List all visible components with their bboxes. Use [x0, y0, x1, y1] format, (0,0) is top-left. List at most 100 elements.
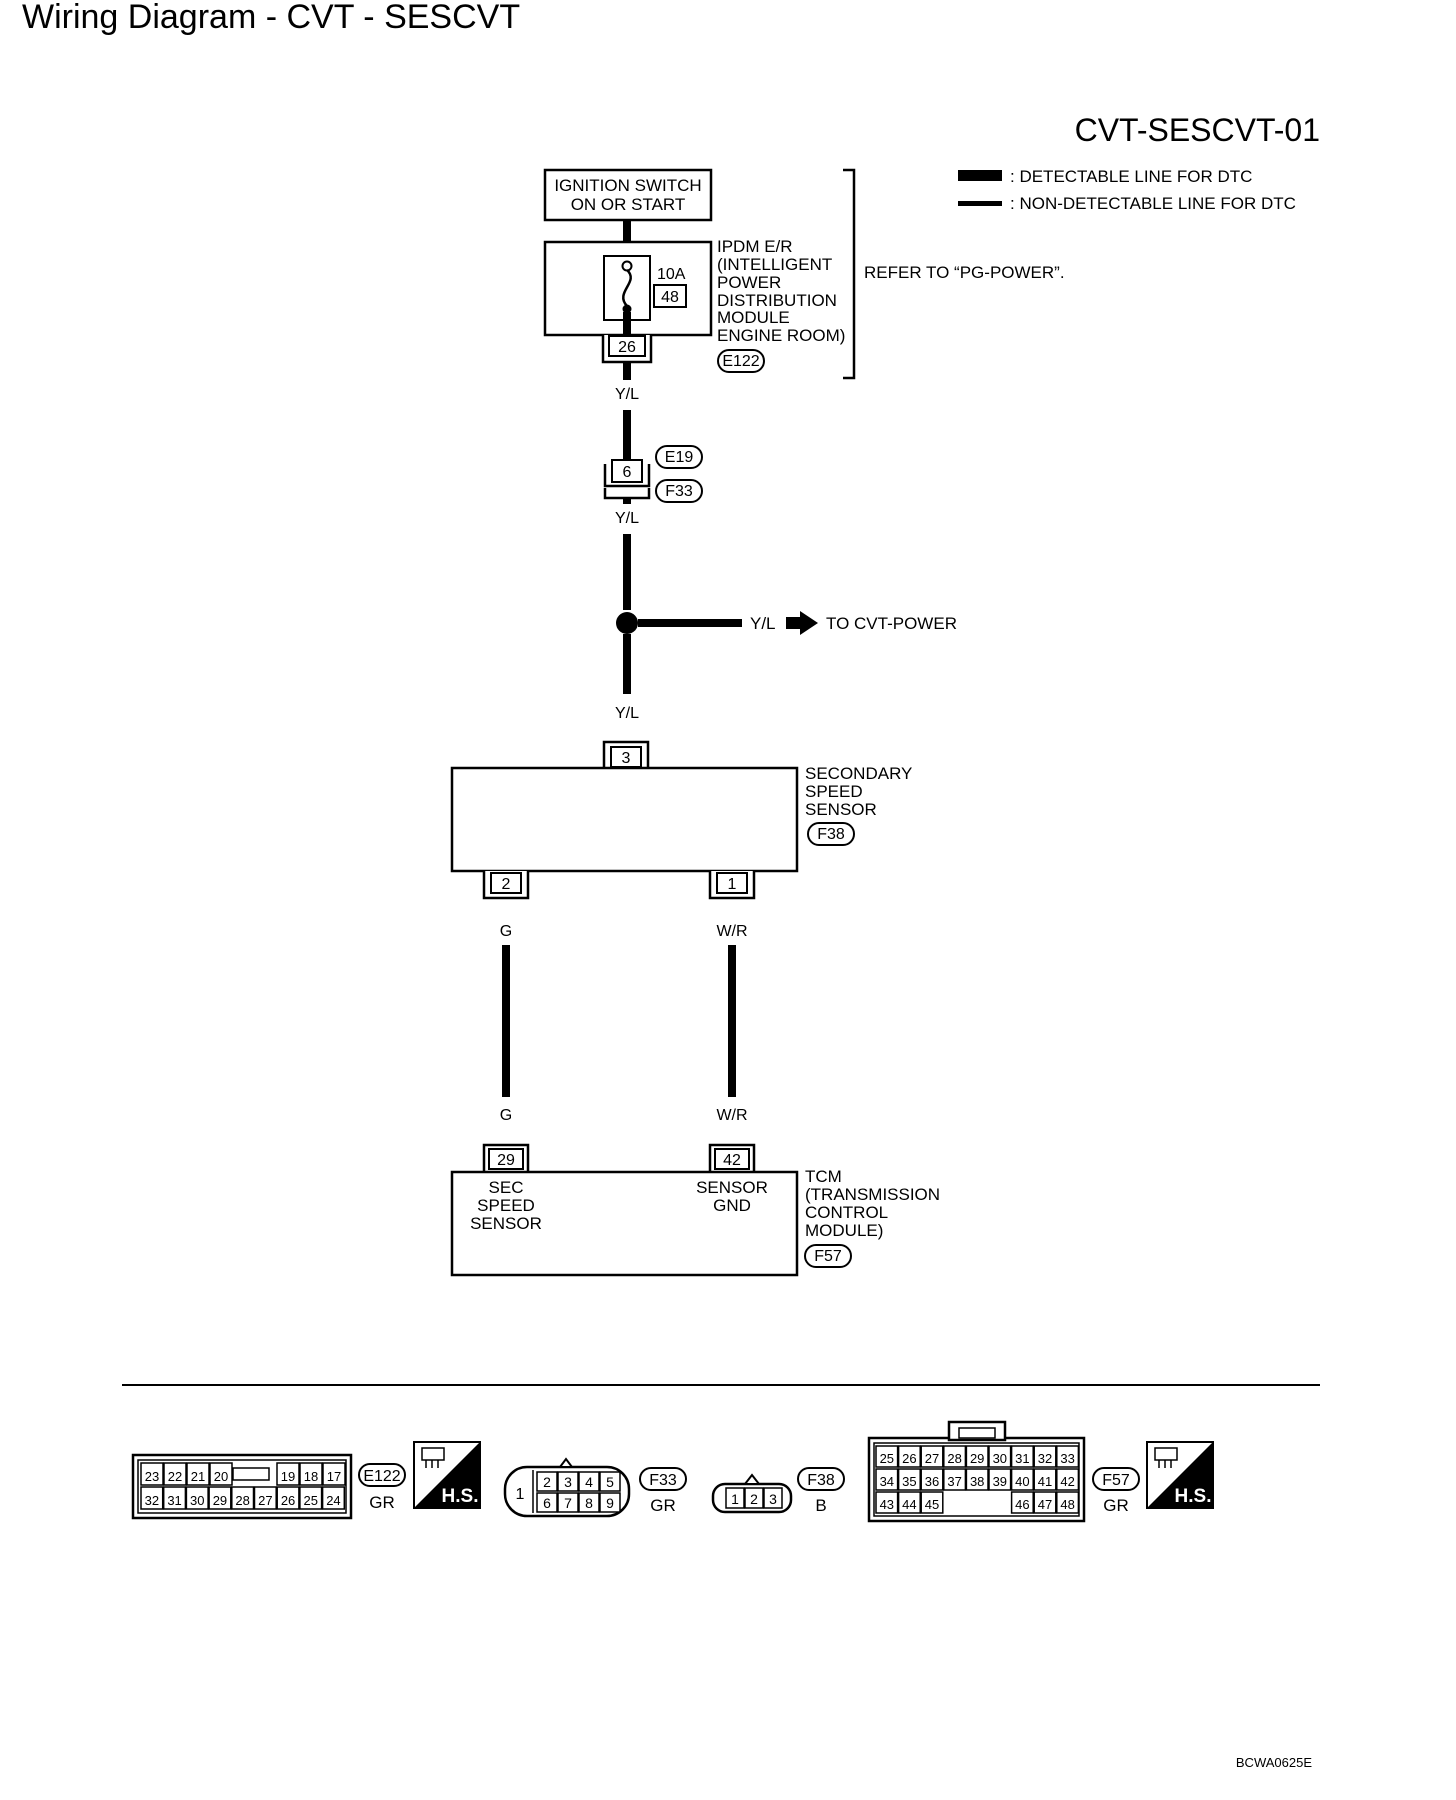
pin-f33-label: 4 [585, 1474, 593, 1490]
ignition-switch: IGNITION SWITCH ON OR START [543, 168, 713, 222]
splice-point [616, 612, 638, 634]
pin-f57-label: 33 [1060, 1451, 1074, 1466]
sensor-pin-2: 2 [482, 871, 530, 900]
pin-f57: 36 [920, 1468, 944, 1491]
pin-e122: 29 [208, 1486, 232, 1510]
sensor-label-line: SENSOR [805, 800, 877, 819]
sensor-pin-1: 1 [708, 871, 756, 900]
connector-tag-label: E122 [722, 353, 759, 370]
pin-f57-label: 47 [1038, 1497, 1052, 1512]
pin-f57-label: 42 [1060, 1474, 1074, 1489]
branch-destination: TO CVT-POWER [826, 614, 957, 633]
pin-e122: 32 [140, 1486, 164, 1510]
pin-f57-label: 40 [1015, 1474, 1029, 1489]
connector-tag-f57: F57 [1092, 1467, 1140, 1491]
pin-e122: 18 [299, 1462, 323, 1486]
pin-f38-label: 2 [750, 1491, 758, 1507]
pin-e122-label: 23 [145, 1469, 159, 1484]
sensor-pin-3: 3 [602, 740, 650, 768]
ipdm-label-line: IPDM E/R [717, 237, 793, 256]
tcm-label-line: CONTROL [805, 1203, 888, 1222]
sensor-pin-label: 3 [622, 750, 631, 767]
connector-tag-label: F38 [817, 826, 845, 843]
pin-e122-label: 18 [304, 1469, 318, 1484]
connector-tag-f38: F38 [807, 822, 855, 846]
pin-f57-label: 36 [925, 1474, 939, 1489]
pin-e122-label: 24 [326, 1493, 340, 1508]
ipdm-module: 10A 48 [543, 240, 713, 337]
tcm-module [450, 1170, 799, 1277]
legend-detectable-label: : DETECTABLE LINE FOR DTC [1010, 167, 1252, 186]
fuse-number: 48 [661, 289, 679, 306]
junction-connector: 6 [603, 459, 651, 500]
pin-f57: 26 [897, 1445, 921, 1468]
pin-f57-label: 34 [880, 1474, 894, 1489]
pin-e122-label: 20 [214, 1469, 228, 1484]
wire-color-wr-bottom: W/R [716, 1107, 747, 1124]
pin-f57: 42 [1056, 1468, 1080, 1491]
pin-e122-label: 32 [145, 1493, 159, 1508]
pin-e122: 28 [231, 1486, 255, 1510]
pin-f57-label: 43 [880, 1497, 894, 1512]
pin-f33: 1 [516, 1486, 525, 1503]
tcm-inner-labels: SEC SPEED SENSOR SENSOR GND [470, 1178, 768, 1233]
pin-e122: 25 [299, 1486, 323, 1510]
connector-color-f38: B [815, 1496, 826, 1515]
pin-f57: 45 [920, 1491, 944, 1514]
tcm-pin29-label: SEC [489, 1178, 524, 1197]
pin-e122-label: 22 [168, 1469, 182, 1484]
diagram-id: CVT-SESCVT-01 [1075, 112, 1320, 148]
pin-f57: 33 [1056, 1445, 1080, 1468]
fuse-amp: 10A [657, 266, 686, 283]
hs-symbol-icon: H.S. [413, 1441, 481, 1509]
connector-tag-label: F57 [1102, 1472, 1130, 1489]
wire-color-yl-3: Y/L [615, 705, 639, 722]
ipdm-label: IPDM E/R (INTELLIGENT POWER DISTRIBUTION… [717, 237, 845, 345]
pin-f57: 46 [1010, 1491, 1034, 1514]
connector-tag-label: F33 [665, 483, 693, 500]
legend-non-detectable-swatch [958, 201, 1002, 206]
sensor-label-line: SECONDARY [805, 764, 912, 783]
pin-e122: 31 [162, 1486, 187, 1510]
connector-color-f33: GR [650, 1496, 676, 1515]
ipdm-label-line: (INTELLIGENT [717, 255, 832, 274]
pin-f57-label: 38 [970, 1474, 984, 1489]
wire-color-yl-2: Y/L [615, 510, 639, 527]
pin-f57: 38 [965, 1468, 989, 1491]
pin-e122: 20 [209, 1462, 233, 1486]
pin-f57: 31 [1010, 1445, 1034, 1468]
sensor-label: SECONDARY SPEED SENSOR [805, 764, 912, 819]
pin-e122-label: 30 [190, 1493, 204, 1508]
tcm-label-line: (TRANSMISSION [805, 1185, 940, 1204]
pin-e122-label: 27 [258, 1493, 272, 1508]
pin-f57-label: 30 [993, 1451, 1007, 1466]
pin-e122-label: 29 [213, 1493, 227, 1508]
pin-e122: 30 [185, 1486, 209, 1510]
connector-tag-f33: F33 [655, 479, 703, 503]
pin-f57: 39 [988, 1468, 1012, 1491]
legend-non-detectable-label: : NON-DETECTABLE LINE FOR DTC [1010, 194, 1296, 213]
ipdm-label-line: MODULE [717, 308, 790, 327]
connector-color-f57: GR [1103, 1496, 1129, 1515]
pin-f57-label: 41 [1038, 1474, 1052, 1489]
fuse-terminal-bottom [622, 304, 632, 314]
tcm-pin-label: 29 [497, 1152, 515, 1169]
pin-e122: 17 [322, 1462, 346, 1486]
sensor-pin-label: 2 [502, 876, 511, 893]
pin-e122-label: 19 [281, 1469, 295, 1484]
pin-f57-label: 25 [880, 1451, 894, 1466]
tcm-label: TCM (TRANSMISSION CONTROL MODULE) [805, 1167, 940, 1240]
sensor-pin-label: 1 [728, 876, 737, 893]
connector-tag-f33-face: F33 [639, 1467, 687, 1491]
pin-f57-label: 37 [947, 1474, 961, 1489]
pin-f57-label: 28 [947, 1451, 961, 1466]
pin-f38: 3 [763, 1487, 783, 1509]
pin-e122-label: 28 [235, 1493, 249, 1508]
pin-e122: 22 [163, 1462, 187, 1486]
pin-f33: 8 [578, 1492, 600, 1513]
pin-e122: 21 [186, 1462, 210, 1486]
pin-f33: 7 [557, 1492, 579, 1513]
ignition-label-2: ON OR START [571, 195, 686, 214]
connector-latch [232, 1467, 270, 1481]
